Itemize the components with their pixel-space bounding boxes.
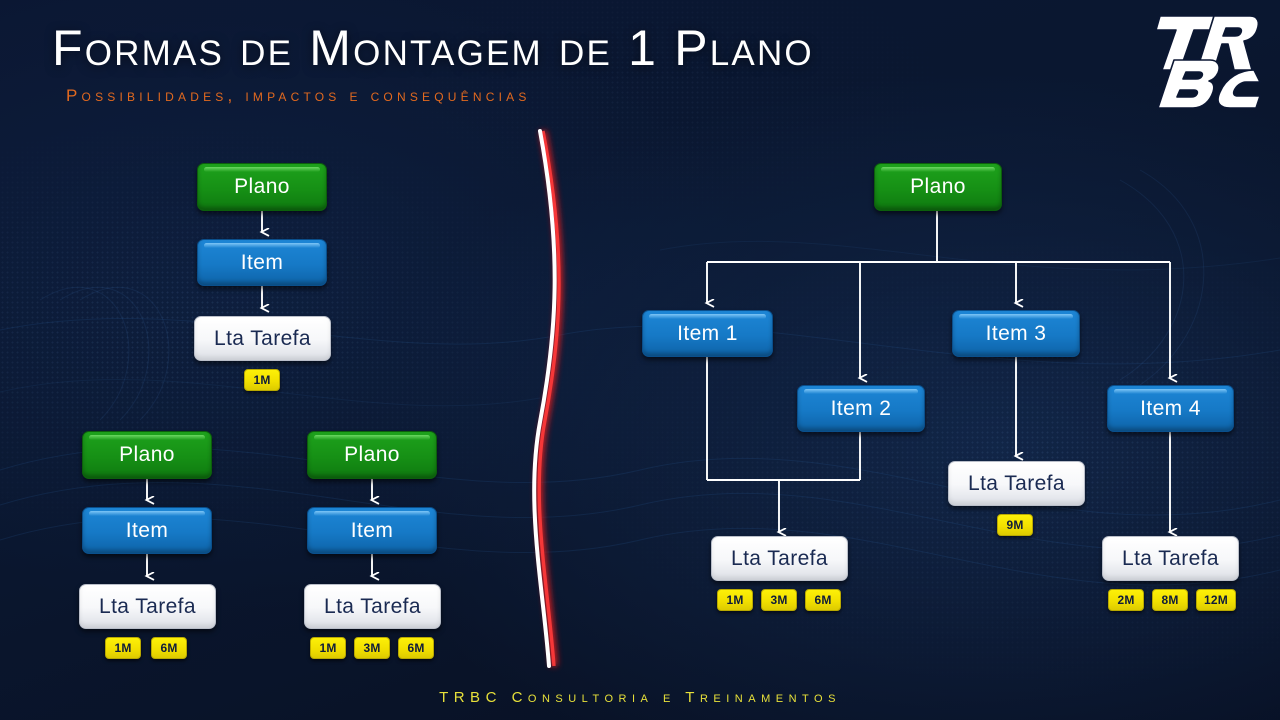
badge-month[interactable]: 3M [354, 637, 390, 659]
node-label: Plano [344, 443, 400, 466]
page-subtitle: Possibilidades, impactos e consequências [66, 86, 531, 105]
node-label: Plano [119, 443, 175, 466]
page-title: Formas de Montagem de 1 Plano [52, 20, 814, 76]
node-task-right-2[interactable]: Lta Tarefa [948, 461, 1085, 506]
node-label: Item 2 [830, 396, 892, 420]
node-task-b[interactable]: Lta Tarefa [79, 584, 216, 629]
node-plano-b[interactable]: Plano [82, 431, 212, 479]
node-label: Lta Tarefa [1121, 546, 1219, 570]
node-highlight [959, 314, 1073, 319]
center-divider [532, 129, 563, 668]
node-highlight [311, 588, 434, 593]
badge-month[interactable]: 6M [151, 637, 187, 659]
node-highlight [89, 435, 205, 440]
node-highlight [204, 167, 320, 172]
node-label: Lta Tarefa [730, 546, 828, 570]
node-label: Item [350, 518, 394, 542]
node-highlight [718, 540, 841, 545]
node-plano-c[interactable]: Plano [307, 431, 437, 479]
node-label: Lta Tarefa [323, 594, 421, 618]
node-highlight [1109, 540, 1232, 545]
node-highlight [89, 511, 205, 516]
node-highlight [1114, 389, 1227, 394]
badge-month[interactable]: 9M [997, 514, 1033, 536]
node-highlight [314, 511, 430, 516]
badge-month[interactable]: 3M [761, 589, 797, 611]
node-highlight [881, 167, 995, 172]
badge-month[interactable]: 6M [398, 637, 434, 659]
node-highlight [955, 465, 1078, 470]
node-label: Lta Tarefa [213, 326, 311, 350]
node-label: Lta Tarefa [967, 471, 1065, 495]
node-item-b[interactable]: Item [82, 507, 212, 554]
badge-month[interactable]: 8M [1152, 589, 1188, 611]
node-item-c[interactable]: Item [307, 507, 437, 554]
node-label: Item [125, 518, 169, 542]
badge-month[interactable]: 1M [105, 637, 141, 659]
node-highlight [86, 588, 209, 593]
node-item-2[interactable]: Item 2 [797, 385, 925, 432]
node-label: Plano [234, 175, 290, 198]
node-highlight [804, 389, 918, 394]
node-highlight [314, 435, 430, 440]
badge-month[interactable]: 1M [717, 589, 753, 611]
trbc-logo [1152, 8, 1262, 116]
node-label: Lta Tarefa [98, 594, 196, 618]
node-highlight [204, 243, 320, 248]
badge-month[interactable]: 2M [1108, 589, 1144, 611]
footer-text: TRBC Consultoria e Treinamentos [439, 689, 841, 706]
node-item-a[interactable]: Item [197, 239, 327, 286]
node-plano-a[interactable]: Plano [197, 163, 327, 211]
node-label: Plano [910, 175, 966, 198]
badge-month[interactable]: 1M [310, 637, 346, 659]
node-plano-right[interactable]: Plano [874, 163, 1002, 211]
node-highlight [649, 314, 766, 319]
node-label: Item 3 [985, 321, 1047, 345]
node-label: Item 1 [677, 321, 738, 345]
badge-month[interactable]: 12M [1196, 589, 1236, 611]
badge-month[interactable]: 1M [244, 369, 280, 391]
node-task-a[interactable]: Lta Tarefa [194, 316, 331, 361]
node-item-1[interactable]: Item 1 [642, 310, 773, 357]
node-task-c[interactable]: Lta Tarefa [304, 584, 441, 629]
node-task-right-1[interactable]: Lta Tarefa [711, 536, 848, 581]
node-item-3[interactable]: Item 3 [952, 310, 1080, 357]
node-label: Item 4 [1140, 396, 1201, 420]
node-item-4[interactable]: Item 4 [1107, 385, 1234, 432]
node-label: Item [240, 250, 284, 274]
badge-month[interactable]: 6M [805, 589, 841, 611]
node-highlight [201, 320, 324, 325]
node-task-right-3[interactable]: Lta Tarefa [1102, 536, 1239, 581]
